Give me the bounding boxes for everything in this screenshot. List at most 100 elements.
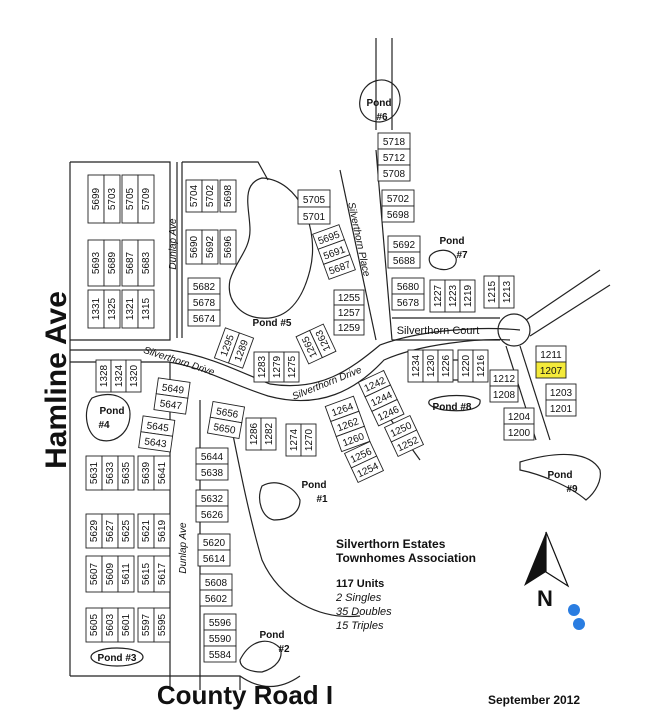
dunlap-ave-lower-label: Dunlap Ave — [178, 522, 189, 574]
pond-8-shape — [428, 394, 481, 412]
block-1203: 1203 1201 — [545, 383, 577, 417]
unit-label: 5621 — [141, 519, 152, 542]
block-1212: 1212 1208 — [489, 369, 519, 403]
unit-label: 5601 — [121, 613, 132, 636]
unit-label: 5699 — [91, 187, 102, 210]
unit-label: 1208 — [493, 390, 516, 401]
unit-label: 1328 — [99, 364, 110, 387]
association-name-line2: Townhomes Association — [336, 551, 476, 565]
unit-label: 1220 — [461, 354, 472, 377]
block-5692-east: 5692 5688 — [387, 235, 421, 269]
pond-9-label: Pond — [548, 470, 573, 481]
unit-label: 5692 — [205, 235, 216, 258]
unit-label: 5584 — [209, 650, 232, 661]
unit-label: 5626 — [201, 510, 224, 521]
unit-label: 5625 — [121, 519, 132, 542]
singles-count: 2 Singles — [335, 592, 382, 604]
block-1274: 1274 1270 — [285, 423, 317, 457]
block-5597: 5597 5595 — [137, 607, 171, 643]
unit-label: 5656 — [215, 406, 239, 421]
hamline-ave-label: Hamline Ave — [40, 291, 73, 469]
block-5621: 5621 5619 — [137, 513, 171, 549]
unit-label: 1275 — [287, 355, 298, 378]
unit-label: 5680 — [397, 282, 420, 293]
pond-6-number: #6 — [376, 112, 388, 123]
unit-label: 5650 — [212, 422, 236, 437]
unit-label: 1200 — [508, 428, 531, 439]
ponds — [85, 79, 481, 673]
unit-label: 5689 — [107, 251, 118, 274]
block-5695: 5695 5691 5687 — [312, 224, 356, 280]
highlighted-unit-1207 — [535, 361, 567, 379]
pond-9-number: #9 — [566, 484, 578, 495]
pond-5-shape — [228, 177, 314, 319]
unit-label: 5631 — [89, 461, 100, 484]
unit-label: 5638 — [201, 468, 224, 479]
unit-label: 1270 — [304, 428, 315, 451]
block-1264: 1264 1262 1260 — [324, 395, 371, 453]
info-block: Silverthorn Estates Townhomes Associatio… — [335, 537, 580, 707]
block-5649: 5649 5647 — [153, 377, 191, 415]
unit-label: 5649 — [161, 383, 185, 397]
unit-label: 5678 — [397, 298, 420, 309]
unit-label: 5603 — [105, 613, 116, 636]
north-arrow-icon: N — [524, 531, 570, 611]
block-5615: 5615 5617 — [137, 555, 171, 593]
unit-label: 1211 — [540, 350, 562, 361]
block-1265: 1265 1263 — [295, 323, 337, 365]
unit-label: 5643 — [144, 436, 168, 450]
pond-3-shape — [90, 647, 144, 667]
unit-label: 1216 — [476, 354, 487, 377]
block-5639: 5639 5641 — [137, 455, 171, 491]
unit-label: 5619 — [157, 519, 168, 542]
block-5656: 5656 5650 — [206, 400, 246, 440]
unit-label: 1283 — [257, 355, 268, 378]
unit-label: 5611 — [121, 563, 132, 585]
unit-total: 117 Units — [336, 578, 384, 590]
unit-label: 5645 — [146, 421, 170, 435]
unit-label: 1203 — [550, 388, 573, 399]
block-5629: 5629 5627 5625 — [85, 513, 135, 549]
unit-label: 5682 — [193, 282, 216, 293]
unit-label: 5688 — [393, 256, 416, 267]
unit-label: 5705 — [125, 187, 136, 210]
block-1242: 1242 1244 1246 — [357, 369, 405, 427]
county-road-label: County Road I — [157, 680, 333, 710]
unit-label: 5702 — [205, 184, 216, 207]
unit-label: 1207 — [540, 366, 563, 377]
unit-label: 1279 — [272, 355, 283, 378]
unit-label: 1227 — [433, 284, 444, 307]
block-5607: 5607 5609 5611 — [85, 555, 135, 593]
block-5645: 5645 5643 — [138, 415, 176, 453]
silverthorn-court-label: Silverthorn Court — [397, 325, 480, 337]
pond-1-shape — [259, 482, 301, 521]
pond-1-outer — [231, 429, 361, 618]
unit-label: 5701 — [303, 212, 326, 223]
block-1234: 1234 1230 1226 — [407, 349, 454, 383]
unit-label: 5698 — [223, 184, 234, 207]
block-5699: 5699 5703 5705 5709 — [87, 174, 155, 224]
doubles-count: 35 Doubles — [336, 606, 392, 618]
pond-6-label: Pond — [367, 98, 392, 109]
unit-label: 1204 — [508, 412, 531, 423]
block-5718: 5718 5712 5708 — [377, 132, 411, 182]
unit-label: 5644 — [201, 452, 224, 463]
unit-label: 5602 — [205, 594, 228, 605]
unit-label: 5698 — [387, 210, 410, 221]
unit-label: 5696 — [223, 235, 234, 258]
block-1255: 1255 1257 1259 — [333, 289, 365, 336]
block-5620: 5620 5614 — [197, 533, 231, 567]
block-1250: 1250 1252 — [383, 414, 425, 458]
pond-2-shape — [239, 640, 282, 673]
unit-label: 5683 — [141, 251, 152, 274]
unit-label: 1325 — [107, 297, 118, 320]
block-5690: 5690 5692 5696 — [185, 229, 237, 265]
block-5702-east: 5702 5698 — [381, 189, 415, 223]
unit-label: 5678 — [193, 298, 216, 309]
block-1227: 1227 1223 1219 — [429, 279, 476, 313]
block-5608: 5608 5602 — [199, 573, 233, 607]
block-1331: 1331 1325 1321 1315 — [87, 289, 155, 329]
unit-label: 5614 — [203, 554, 226, 565]
block-1328: 1328 1324 1320 — [95, 359, 142, 393]
pond-4-shape — [85, 393, 131, 442]
